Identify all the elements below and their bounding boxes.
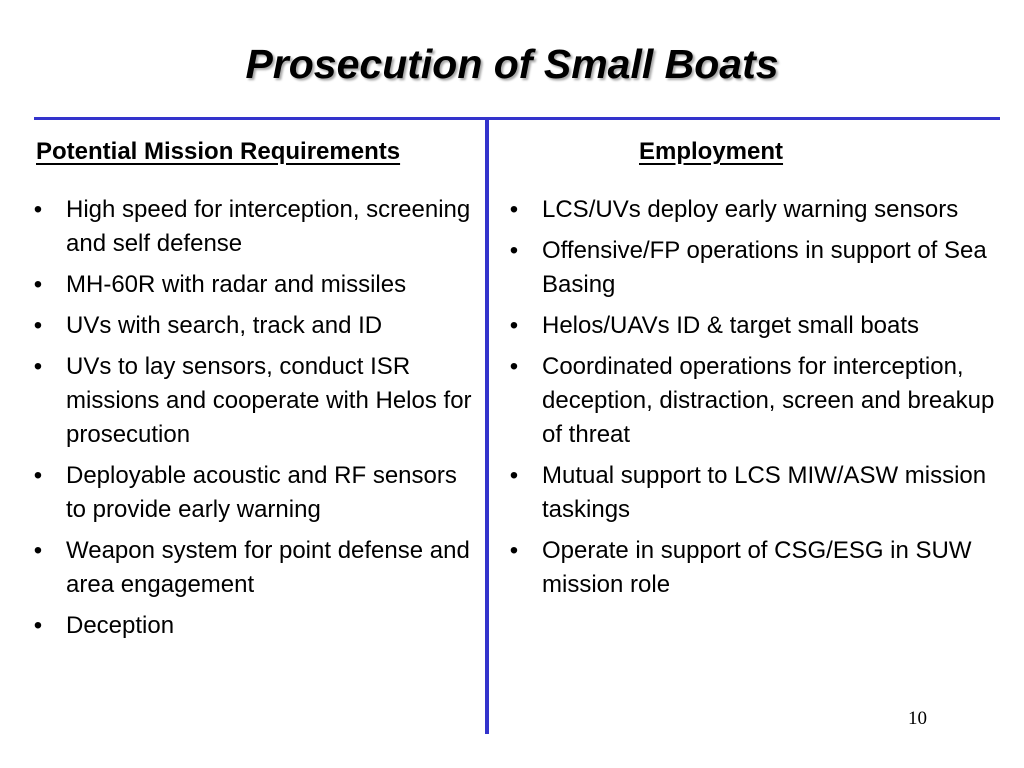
column-divider	[485, 120, 489, 734]
left-bullet-list: • High speed for interception, screening …	[26, 193, 478, 650]
list-item: • Mutual support to LCS MIW/ASW mission t…	[502, 459, 1002, 527]
list-item: • UVs to lay sensors, conduct ISR mission…	[26, 350, 478, 452]
list-item: • MH-60R with radar and missiles	[26, 268, 478, 302]
bullet-icon: •	[509, 196, 519, 223]
list-item-text: Deception	[66, 612, 175, 639]
list-item: • Deployable acoustic and RF sensors to p…	[26, 459, 478, 527]
list-item-text: Coordinated operations for interception,…	[542, 353, 995, 448]
list-item: • Coordinated operations for interception…	[502, 350, 1002, 452]
bullet-icon: •	[33, 612, 43, 639]
bullet-icon: •	[33, 537, 43, 564]
list-item: • Deception	[26, 609, 478, 643]
list-item-text: MH-60R with radar and missiles	[66, 271, 407, 298]
list-item: • Weapon system for point defense and are…	[26, 534, 478, 602]
title-divider	[34, 117, 1000, 120]
bullet-icon: •	[509, 462, 519, 489]
page-number: 10	[908, 708, 927, 729]
bullet-icon: •	[33, 271, 43, 298]
list-item-text: UVs with search, track and ID	[66, 312, 383, 339]
bullet-icon: •	[33, 353, 43, 380]
list-item-text: Offensive/FP operations in support of Se…	[542, 237, 987, 298]
bullet-icon: •	[33, 462, 43, 489]
list-item: • High speed for interception, screening …	[26, 193, 478, 261]
list-item: • Offensive/FP operations in support of S…	[502, 234, 1002, 302]
list-item-text: Operate in support of CSG/ESG in SUW mis…	[542, 537, 972, 598]
list-item-text: Weapon system for point defense and area…	[66, 537, 470, 598]
bullet-icon: •	[33, 312, 43, 339]
list-item-text: Helos/UAVs ID & target small boats	[542, 312, 920, 339]
list-item-text: Mutual support to LCS MIW/ASW mission ta…	[542, 462, 987, 523]
list-item: • LCS/UVs deploy early warning sensors	[502, 193, 1002, 227]
list-item: • Operate in support of CSG/ESG in SUW mi…	[502, 534, 1002, 602]
bullet-icon: •	[509, 353, 519, 380]
bullet-icon: •	[509, 537, 519, 564]
left-column-heading: Potential Mission Requirements	[36, 138, 401, 165]
list-item-text: UVs to lay sensors, conduct ISR missions…	[66, 353, 472, 448]
list-item-text: LCS/UVs deploy early warning sensors	[542, 196, 959, 223]
list-item: • Helos/UAVs ID & target small boats	[502, 309, 1002, 343]
slide-title: Prosecution of Small Boats	[245, 41, 779, 87]
list-item-text: High speed for interception, screening a…	[66, 196, 471, 257]
right-bullet-list: • LCS/UVs deploy early warning sensors • O…	[502, 193, 1002, 609]
bullet-icon: •	[509, 237, 519, 264]
right-column-heading: Employment	[639, 138, 784, 165]
bullet-icon: •	[33, 196, 43, 223]
list-item-text: Deployable acoustic and RF sensors to pr…	[66, 462, 457, 523]
bullet-icon: •	[509, 312, 519, 339]
list-item: • UVs with search, track and ID	[26, 309, 478, 343]
